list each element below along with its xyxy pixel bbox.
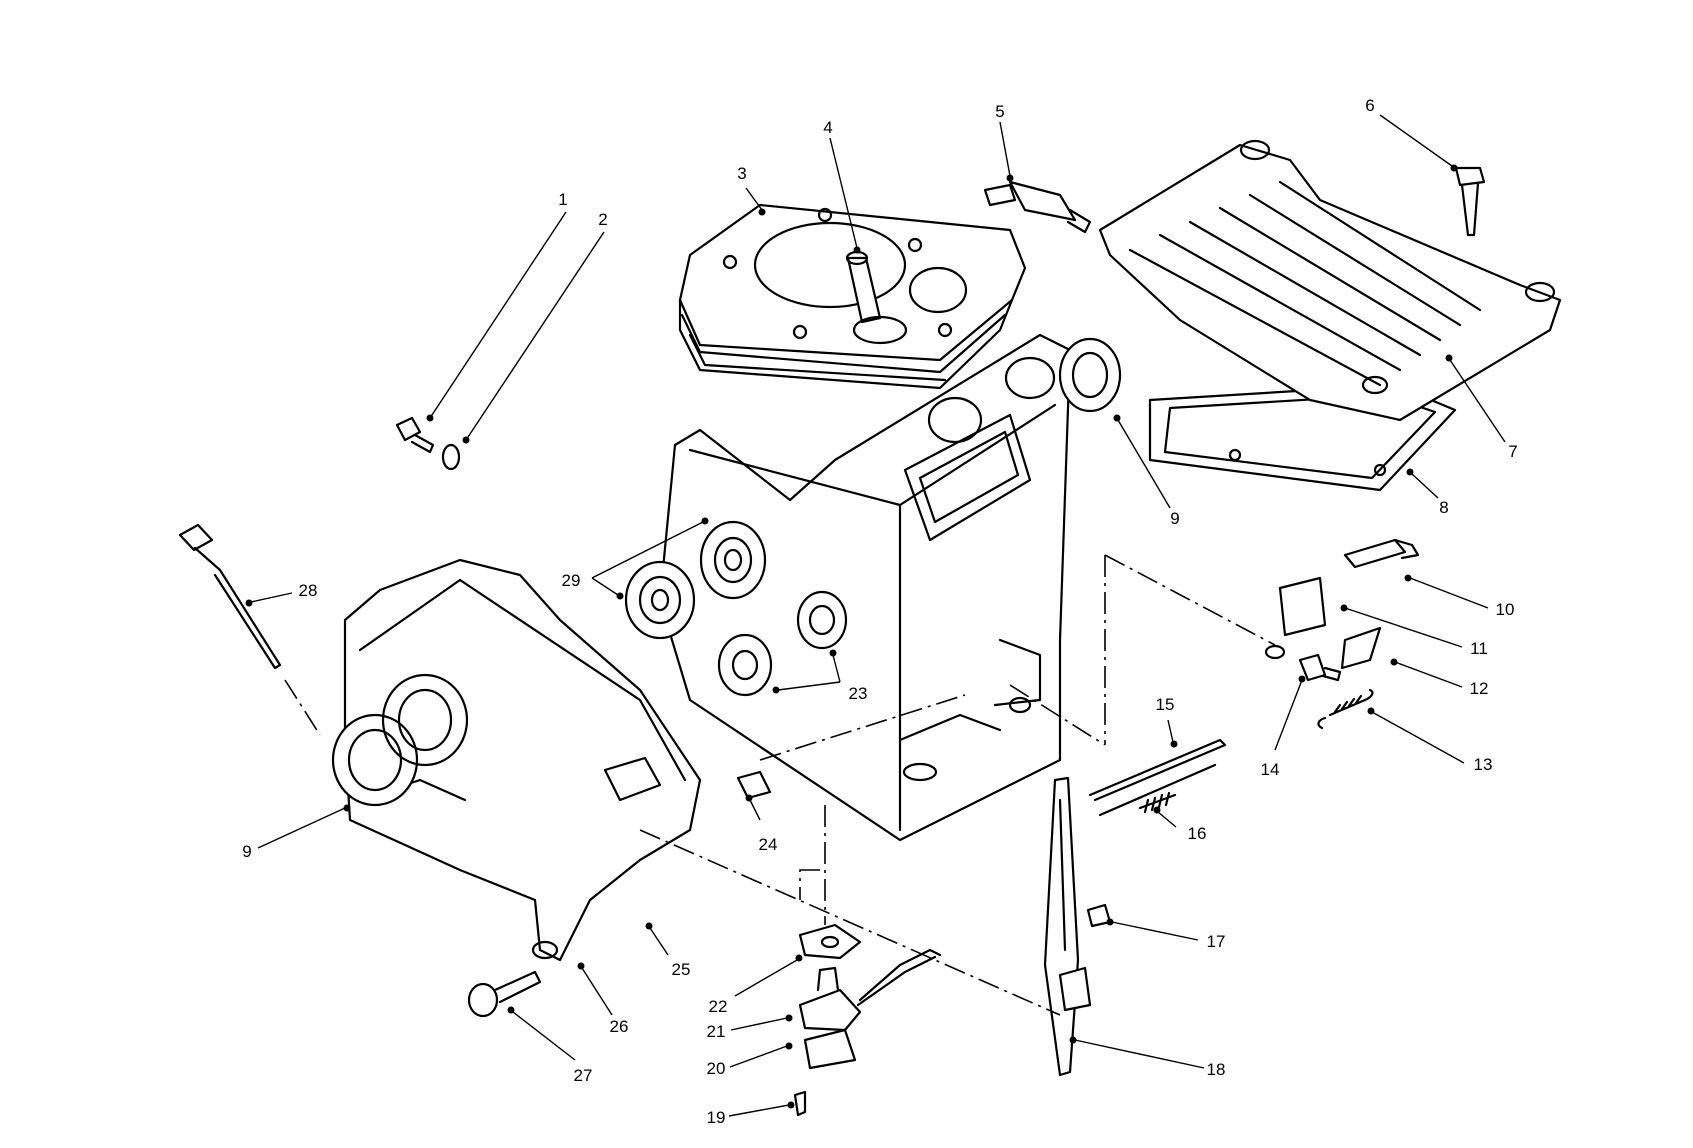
callout-8: 8 bbox=[1439, 498, 1448, 517]
screw-and-washer bbox=[395, 416, 461, 471]
center-lines bbox=[284, 554, 1276, 1016]
callout-27: 27 bbox=[574, 1066, 593, 1085]
governor-assembly bbox=[1264, 538, 1420, 730]
callout-28: 28 bbox=[299, 581, 318, 600]
callout-5: 5 bbox=[995, 102, 1004, 121]
callout-labels: 1 2 3 4 5 6 7 8 9 9 10 11 12 13 14 15 16… bbox=[242, 96, 1517, 1127]
callout-6: 6 bbox=[1365, 96, 1374, 115]
governor-spring-link bbox=[1088, 738, 1227, 817]
callout-21: 21 bbox=[707, 1022, 726, 1041]
callout-11: 11 bbox=[1470, 639, 1488, 658]
callout-13: 13 bbox=[1474, 755, 1493, 774]
callout-7: 7 bbox=[1508, 442, 1517, 461]
oil-seal bbox=[1058, 337, 1122, 413]
cooling-cover bbox=[1098, 139, 1562, 422]
callout-23: 23 bbox=[849, 684, 868, 703]
callout-17: 17 bbox=[1207, 932, 1226, 951]
callout-24: 24 bbox=[759, 835, 778, 854]
callout-12: 12 bbox=[1470, 679, 1489, 698]
callout-1: 1 bbox=[558, 190, 567, 209]
governor-lever bbox=[1043, 776, 1112, 1077]
fasteners bbox=[467, 770, 772, 1018]
callout-9-left: 9 bbox=[242, 842, 251, 861]
callout-3: 3 bbox=[737, 164, 746, 183]
callout-9-right: 9 bbox=[1170, 509, 1179, 528]
leader-lines bbox=[245, 114, 1506, 1117]
callout-26: 26 bbox=[610, 1017, 629, 1036]
callout-4: 4 bbox=[823, 118, 832, 137]
callout-19: 19 bbox=[707, 1108, 726, 1127]
callout-25: 25 bbox=[672, 960, 691, 979]
callout-2: 2 bbox=[598, 210, 607, 229]
dipstick bbox=[178, 523, 282, 670]
bushings bbox=[717, 590, 848, 697]
oil-sensor bbox=[793, 923, 942, 1117]
crankcase-cover bbox=[331, 558, 702, 962]
callout-20: 20 bbox=[707, 1059, 726, 1078]
callout-22: 22 bbox=[709, 997, 728, 1016]
bearing-set bbox=[624, 520, 767, 640]
crankcase-block bbox=[658, 333, 1072, 842]
callout-14: 14 bbox=[1261, 760, 1280, 779]
spark-plug bbox=[983, 180, 1092, 234]
callout-29: 29 bbox=[562, 571, 581, 590]
valve bbox=[845, 250, 908, 345]
callout-16: 16 bbox=[1188, 824, 1207, 843]
callout-18: 18 bbox=[1207, 1060, 1226, 1079]
callout-10: 10 bbox=[1496, 600, 1515, 619]
callout-15: 15 bbox=[1156, 695, 1175, 714]
cover-bolt bbox=[1454, 166, 1486, 237]
